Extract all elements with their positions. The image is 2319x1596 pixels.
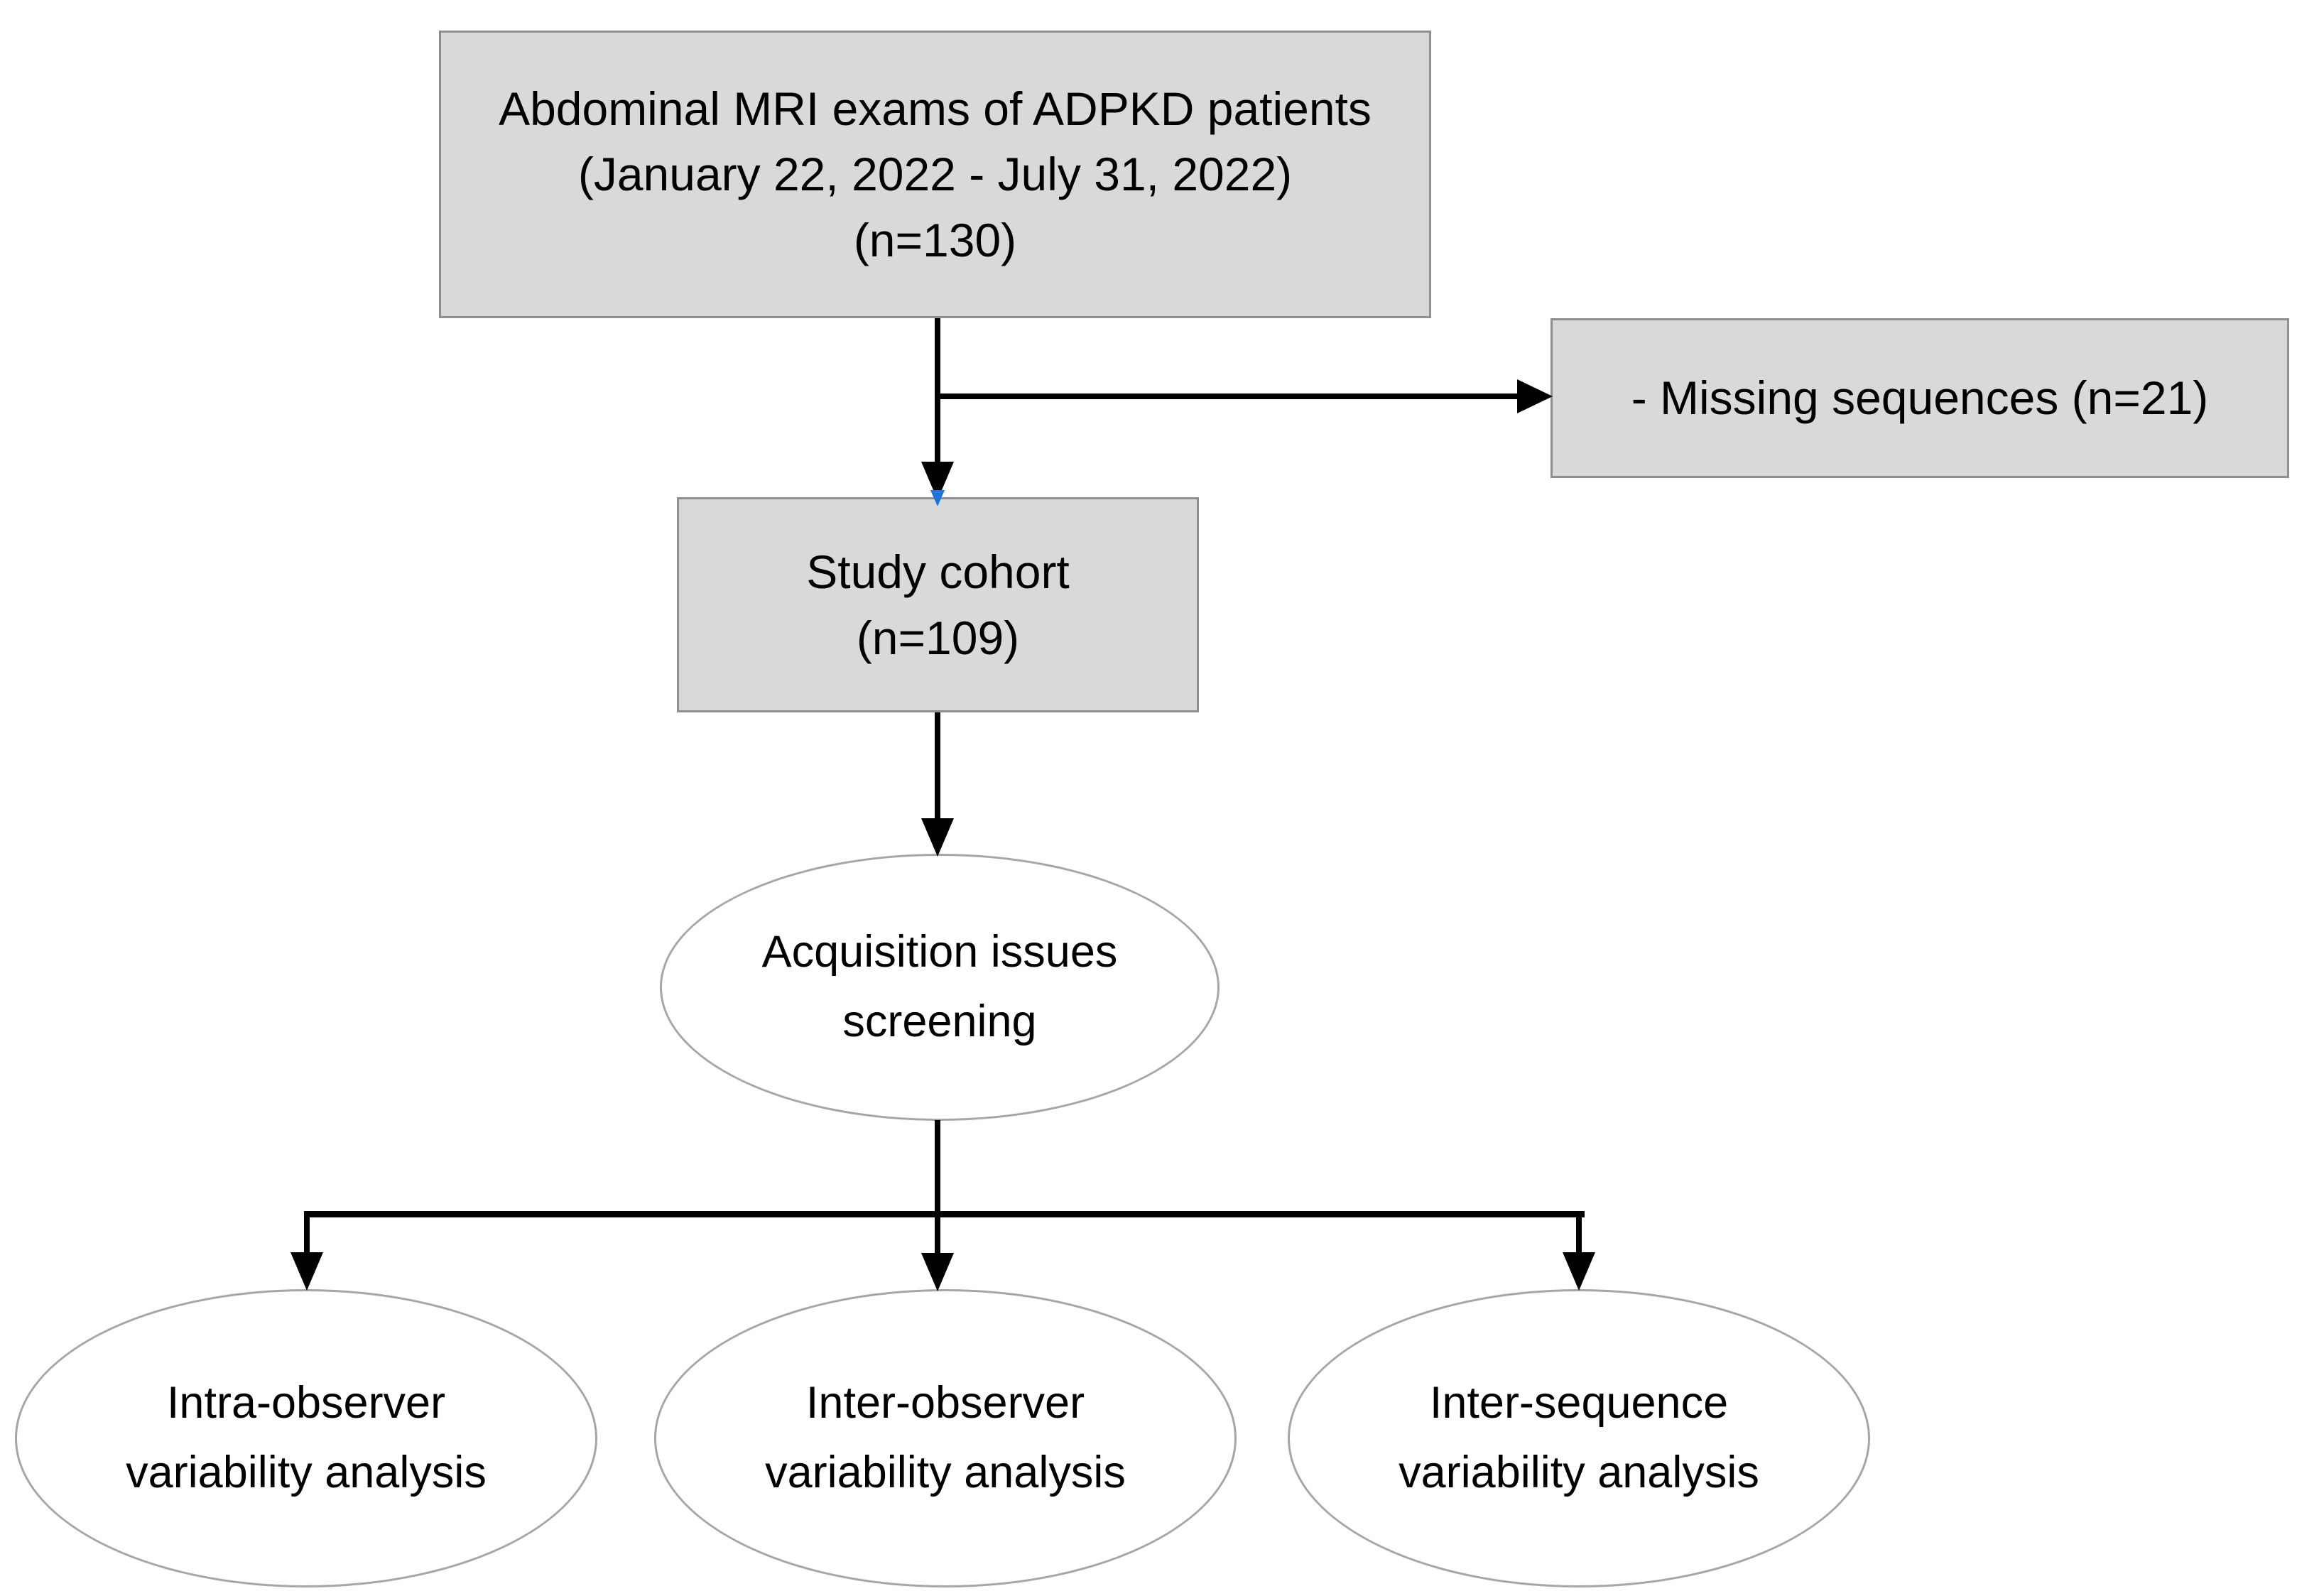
inter-sequence-ellipse: Inter-sequence variability analysis — [1288, 1289, 1870, 1587]
connector-branch-to-intra-observer-shaft — [304, 1211, 310, 1254]
connector-cohort-to-screening-shaft — [935, 712, 940, 819]
inter-observer-ellipse: Inter-observer variability analysis — [654, 1289, 1237, 1587]
connector-source-to-cohort-blue-tip-icon — [930, 490, 945, 506]
connector-branch-to-inter-sequence-arrowhead-icon — [1563, 1252, 1595, 1291]
source-exams-box: Abdominal MRI exams of ADPKD patients (J… — [439, 31, 1431, 318]
source-exams-line-2: (January 22, 2022 - July 31, 2022) — [577, 148, 1293, 201]
intra-observer-line-2: variability analysis — [126, 1448, 487, 1497]
inter-observer-line-1: Inter-observer — [805, 1378, 1085, 1428]
connector-cohort-to-screening-arrowhead-icon — [921, 818, 954, 857]
connector-screening-to-inter-observer-shaft — [935, 1120, 940, 1255]
connector-source-to-cohort-shaft — [935, 318, 940, 462]
branch-horizontal-line — [304, 1211, 1585, 1217]
connector-branch-to-intra-observer-arrowhead-icon — [290, 1252, 323, 1291]
missing-sequences-box: - Missing sequences (n=21) — [1550, 318, 2289, 478]
study-cohort-line-1: Study cohort — [806, 545, 1070, 599]
acquisition-screening-ellipse: Acquisition issues screening — [660, 854, 1220, 1121]
inter-observer-line-2: variability analysis — [765, 1448, 1126, 1497]
source-exams-line-1: Abdominal MRI exams of ADPKD patients — [499, 82, 1372, 135]
study-cohort-box: Study cohort (n=109) — [677, 497, 1199, 712]
inter-sequence-line-2: variability analysis — [1399, 1448, 1759, 1497]
acquisition-screening-line-1: Acquisition issues — [761, 927, 1118, 977]
missing-sequences-label: - Missing sequences (n=21) — [1631, 371, 2209, 425]
intra-observer-ellipse: Intra-observer variability analysis — [15, 1289, 597, 1587]
connector-to-missing-sequences-shaft — [935, 393, 1519, 399]
connector-branch-to-inter-sequence-shaft — [1576, 1211, 1582, 1254]
connector-screening-to-inter-observer-arrowhead-icon — [921, 1253, 954, 1291]
study-cohort-line-2: (n=109) — [856, 611, 1020, 664]
inter-sequence-line-1: Inter-sequence — [1429, 1378, 1729, 1428]
connector-to-missing-sequences-arrowhead-icon — [1517, 379, 1553, 413]
intra-observer-line-1: Intra-observer — [166, 1378, 446, 1428]
acquisition-screening-line-2: screening — [842, 997, 1037, 1046]
source-exams-line-3: (n=130) — [853, 213, 1017, 266]
